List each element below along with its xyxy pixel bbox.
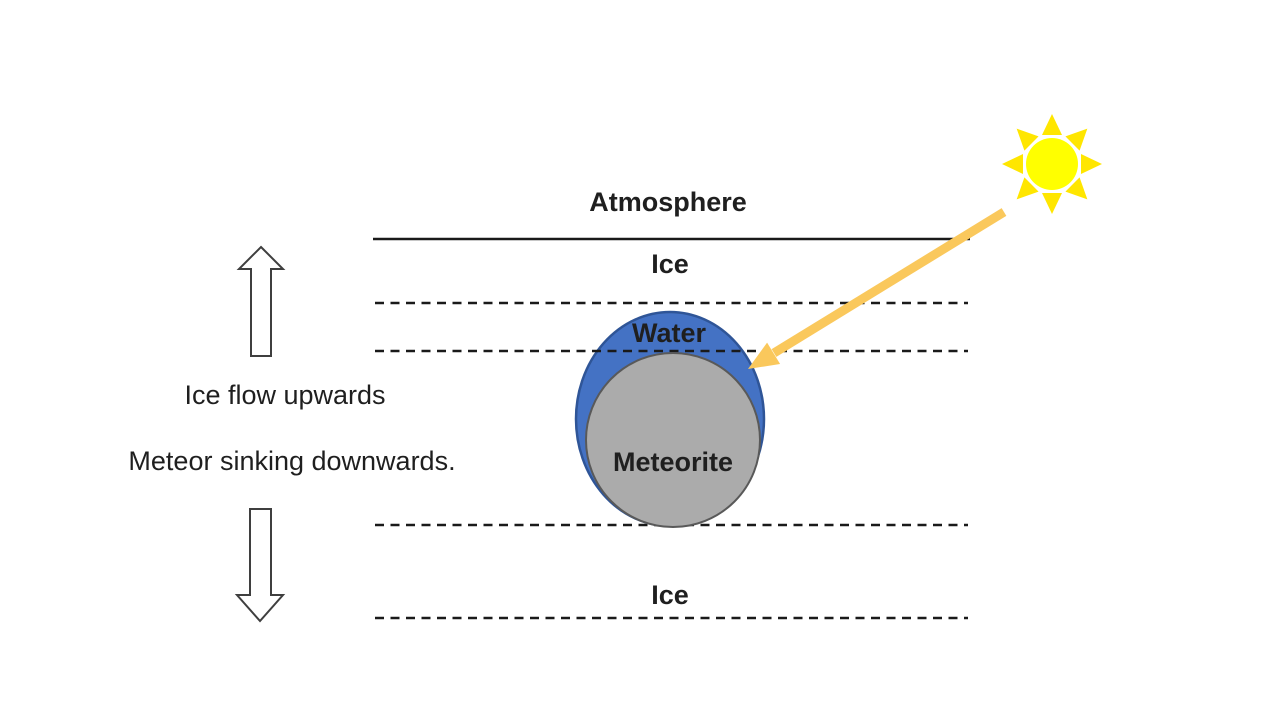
- ice-bottom-label: Ice: [651, 580, 689, 611]
- meteor-sinking-label: Meteor sinking downwards.: [128, 446, 456, 477]
- meteorite-circle: [585, 352, 761, 528]
- ice-top-label: Ice: [651, 249, 689, 280]
- ice-flow-upwards-label: Ice flow upwards: [184, 380, 386, 411]
- up-block-arrow-icon: [236, 245, 286, 357]
- down-block-arrow-icon: [234, 508, 286, 623]
- atmosphere-label: Atmosphere: [589, 187, 747, 218]
- water-label: Water: [631, 318, 707, 349]
- sun-rays: [1002, 114, 1102, 214]
- sun-icon: [1002, 114, 1102, 214]
- sun-core: [1026, 138, 1078, 190]
- meteorite-label: Meteorite: [612, 447, 734, 478]
- sun-ray-arrow-icon: [748, 208, 1007, 369]
